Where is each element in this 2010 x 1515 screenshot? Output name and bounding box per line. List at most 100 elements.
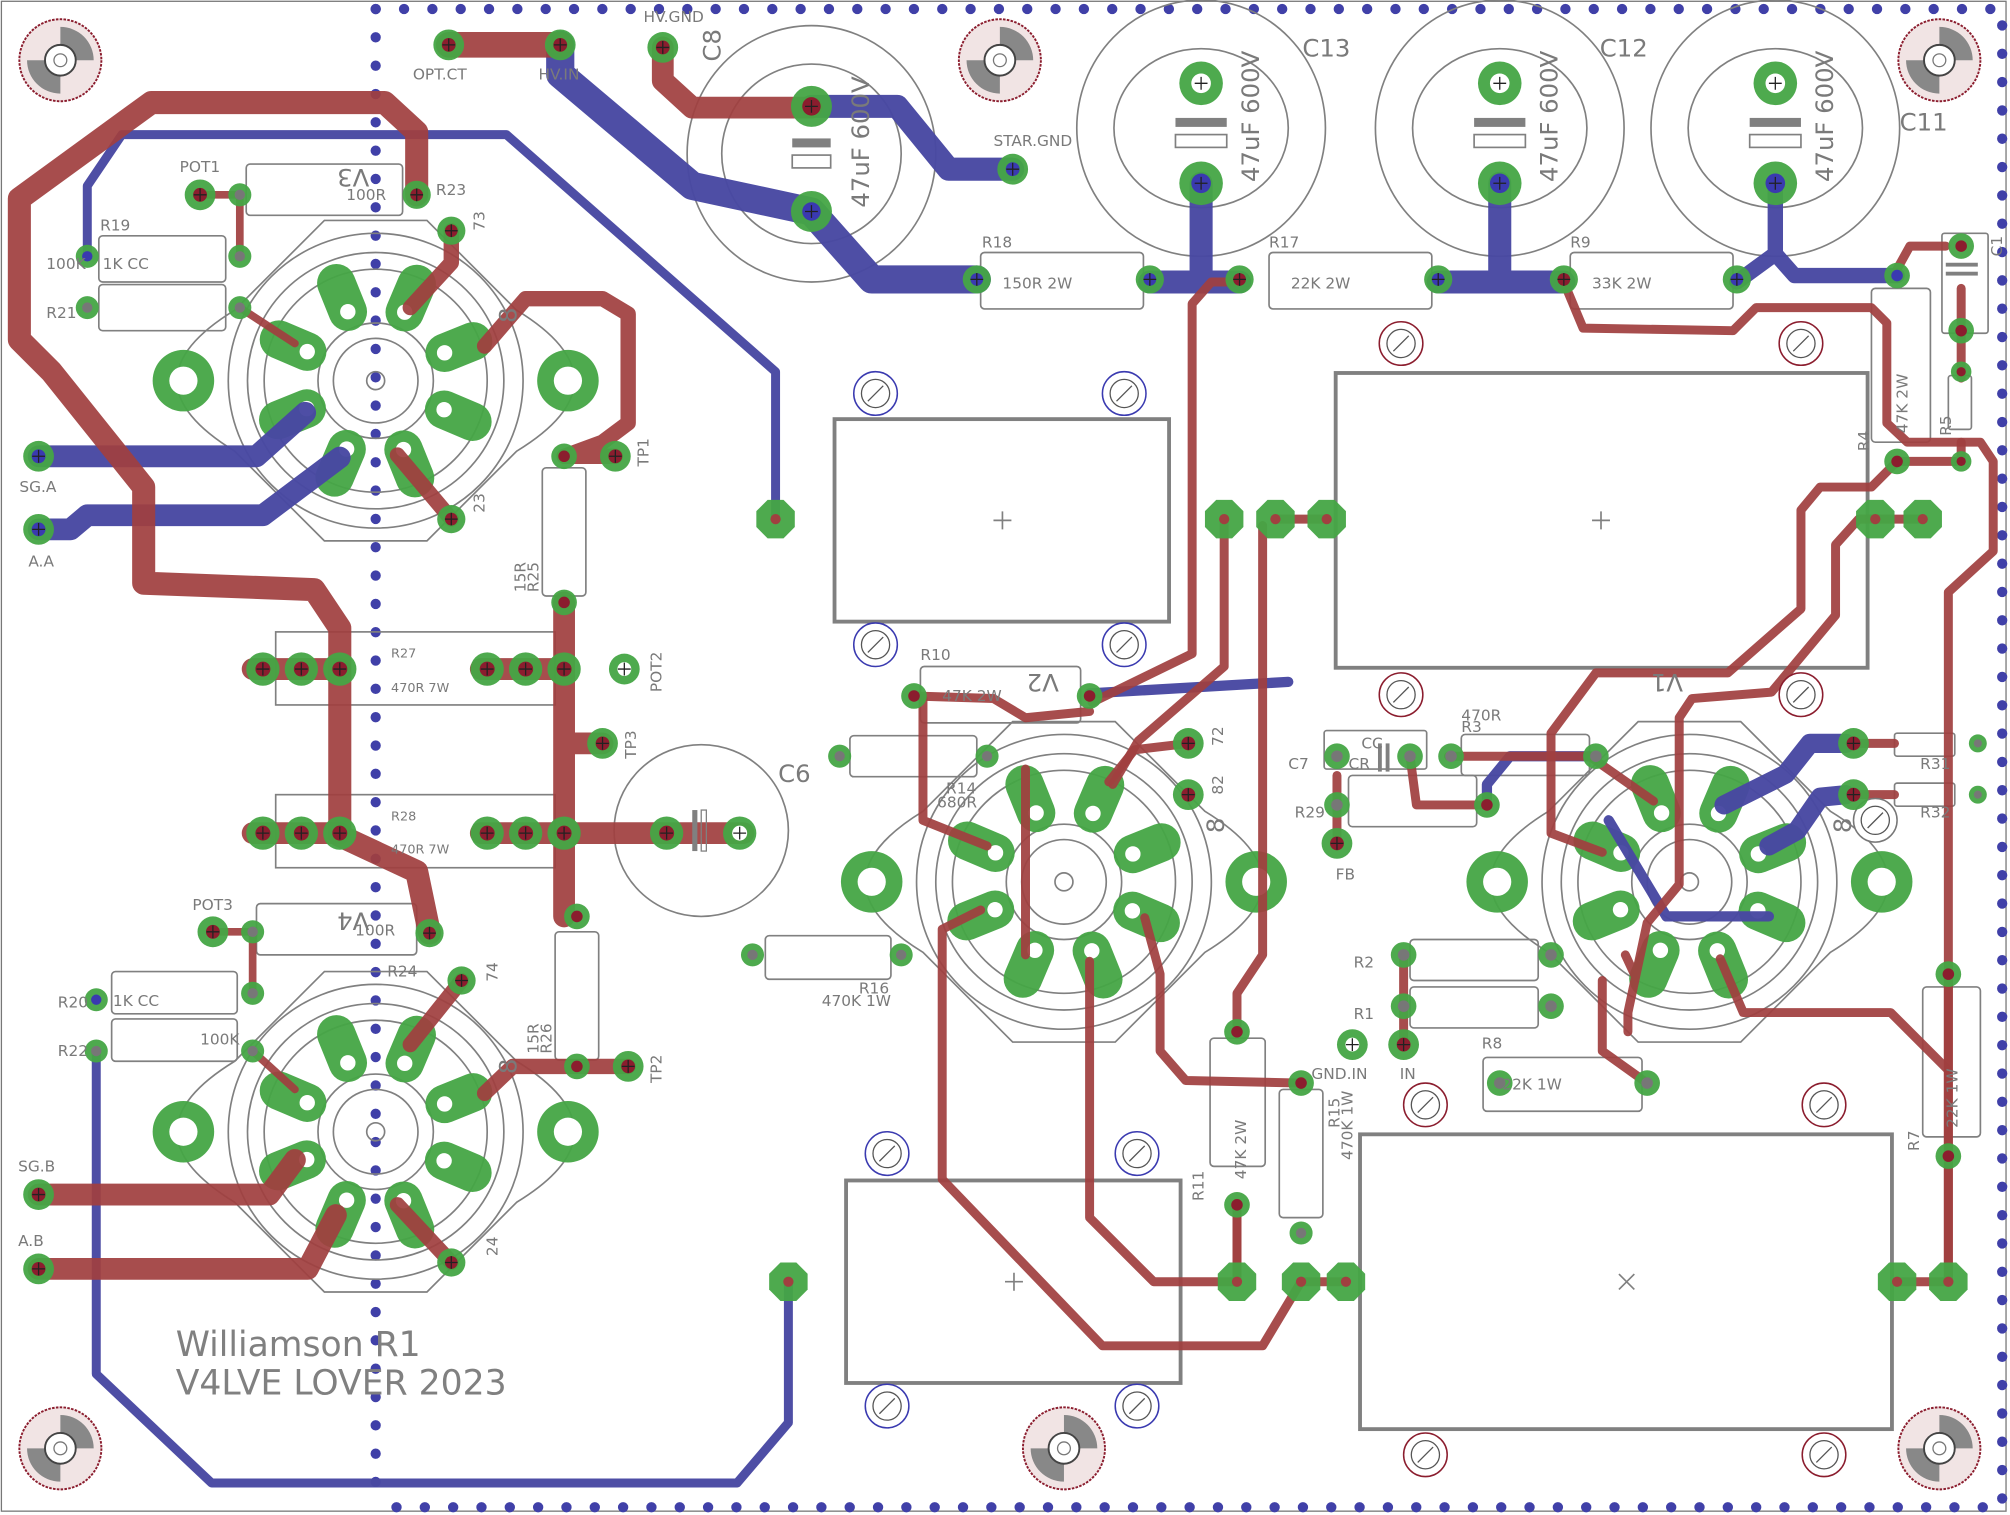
label-r14-value: 680R bbox=[937, 793, 977, 811]
transformer-mount-hole-icon bbox=[1778, 672, 1824, 718]
socket-ring bbox=[317, 1073, 435, 1191]
pad bbox=[1884, 448, 1910, 475]
label-pin8c: 8 bbox=[1201, 818, 1230, 834]
pad-hole bbox=[1641, 1077, 1653, 1089]
socket-pin-hole bbox=[1652, 942, 1669, 958]
label-r28: R28 bbox=[391, 809, 416, 824]
hole-slash bbox=[1128, 1397, 1146, 1415]
pad-cross bbox=[1181, 788, 1195, 802]
label-pot1: POT1 bbox=[180, 158, 221, 176]
pad-cross bbox=[294, 662, 308, 676]
pad-hole bbox=[783, 1276, 794, 1287]
transformer-mount-hole-icon bbox=[1402, 1082, 1448, 1128]
hole-drill bbox=[1109, 629, 1139, 660]
pad-hole bbox=[1956, 367, 1966, 377]
hole-slash bbox=[1815, 1096, 1833, 1113]
socket-ring bbox=[1630, 823, 1748, 941]
hole-slash bbox=[878, 1145, 896, 1162]
label-r16: R16 bbox=[859, 979, 889, 997]
label-fb: FB bbox=[1336, 865, 1355, 883]
pad bbox=[1281, 1262, 1321, 1301]
pad-hole bbox=[247, 1045, 258, 1057]
label-hv-gnd: HV.GND bbox=[644, 8, 704, 26]
socket-pin-hole bbox=[1612, 901, 1629, 918]
pad bbox=[1388, 1029, 1419, 1060]
pad-hole bbox=[1493, 1077, 1506, 1089]
pad-cross bbox=[805, 205, 818, 218]
pad bbox=[756, 499, 795, 539]
pad bbox=[228, 183, 252, 207]
pad bbox=[1474, 792, 1500, 818]
hole-slash bbox=[1867, 812, 1884, 829]
pad bbox=[1935, 1143, 1962, 1169]
pad-hole bbox=[1231, 1276, 1243, 1287]
hole-drill bbox=[1122, 1391, 1152, 1421]
label-pin8b: 8 bbox=[494, 1059, 523, 1075]
label-pin24: 24 bbox=[483, 1237, 501, 1257]
pad-hole bbox=[82, 251, 93, 262]
pad bbox=[1538, 993, 1564, 1019]
pad-hole bbox=[895, 949, 907, 961]
label-r3: R3 bbox=[1461, 718, 1481, 736]
pad-hole bbox=[1397, 949, 1410, 961]
pad bbox=[1884, 262, 1910, 289]
label-pin23: 23 bbox=[471, 493, 489, 513]
hole-slash bbox=[1417, 1096, 1434, 1113]
pad-cross bbox=[455, 974, 468, 987]
socket-pin-hole bbox=[340, 304, 356, 320]
label-c7: C7 bbox=[1288, 755, 1309, 773]
hole-drill bbox=[1109, 378, 1139, 409]
transformer-mount-hole-icon bbox=[864, 1383, 910, 1429]
hole-slash bbox=[878, 1397, 896, 1415]
label-r2: R2 bbox=[1354, 954, 1374, 972]
pad-cross bbox=[1493, 176, 1507, 190]
pad-hole bbox=[1917, 513, 1928, 525]
pad-hole bbox=[834, 751, 845, 762]
hole-drill bbox=[1786, 328, 1816, 359]
pad bbox=[23, 513, 54, 545]
label-cr: CR bbox=[1349, 755, 1371, 773]
pad bbox=[1950, 451, 1972, 472]
pad-hole bbox=[1955, 240, 1967, 252]
label-pot3: POT3 bbox=[192, 896, 233, 914]
pad bbox=[1948, 233, 1974, 259]
socket-ring bbox=[227, 983, 524, 1280]
pad-cross bbox=[1233, 273, 1246, 286]
pad-hole bbox=[1404, 750, 1416, 762]
hole-slash bbox=[1815, 1446, 1833, 1463]
label-r29: R29 bbox=[1295, 804, 1325, 822]
label-r22: R22 bbox=[58, 1042, 88, 1060]
pad-cross bbox=[1730, 273, 1744, 286]
pad-hole bbox=[1231, 1026, 1243, 1038]
label-r19: R19 bbox=[100, 217, 130, 235]
pad-cross bbox=[608, 449, 622, 463]
label-r23: R23 bbox=[436, 181, 466, 199]
pad-hole bbox=[1891, 1276, 1903, 1287]
hole-drill bbox=[1923, 1432, 1956, 1465]
pad bbox=[544, 29, 576, 61]
pad-cross bbox=[1847, 788, 1860, 802]
pad bbox=[1397, 743, 1423, 770]
socket-pin-hole bbox=[1653, 805, 1670, 821]
socket-mount-hole bbox=[857, 867, 886, 896]
pad bbox=[1324, 792, 1350, 818]
label-pin72: 72 bbox=[1209, 726, 1227, 746]
socket-ring bbox=[934, 752, 1193, 1011]
label-r19-value: 1K CC bbox=[103, 255, 149, 273]
pad bbox=[975, 744, 999, 768]
pad bbox=[284, 652, 318, 686]
pad-hole bbox=[1331, 799, 1343, 811]
pad bbox=[470, 816, 504, 850]
hole-center bbox=[1056, 1441, 1072, 1456]
pad-hole bbox=[770, 513, 781, 525]
label-c8: C8 bbox=[697, 29, 726, 62]
label-c11: C11 bbox=[1900, 108, 1948, 137]
pad-hole bbox=[1481, 799, 1493, 811]
pad-cross bbox=[1847, 736, 1860, 750]
transformer-mount-hole-icon bbox=[1801, 1082, 1847, 1128]
pad-cross bbox=[1557, 273, 1571, 286]
pad-cross bbox=[553, 38, 567, 52]
pad bbox=[241, 920, 265, 944]
mounting-hole-icon bbox=[1897, 1406, 1982, 1491]
pad bbox=[1217, 1262, 1257, 1301]
